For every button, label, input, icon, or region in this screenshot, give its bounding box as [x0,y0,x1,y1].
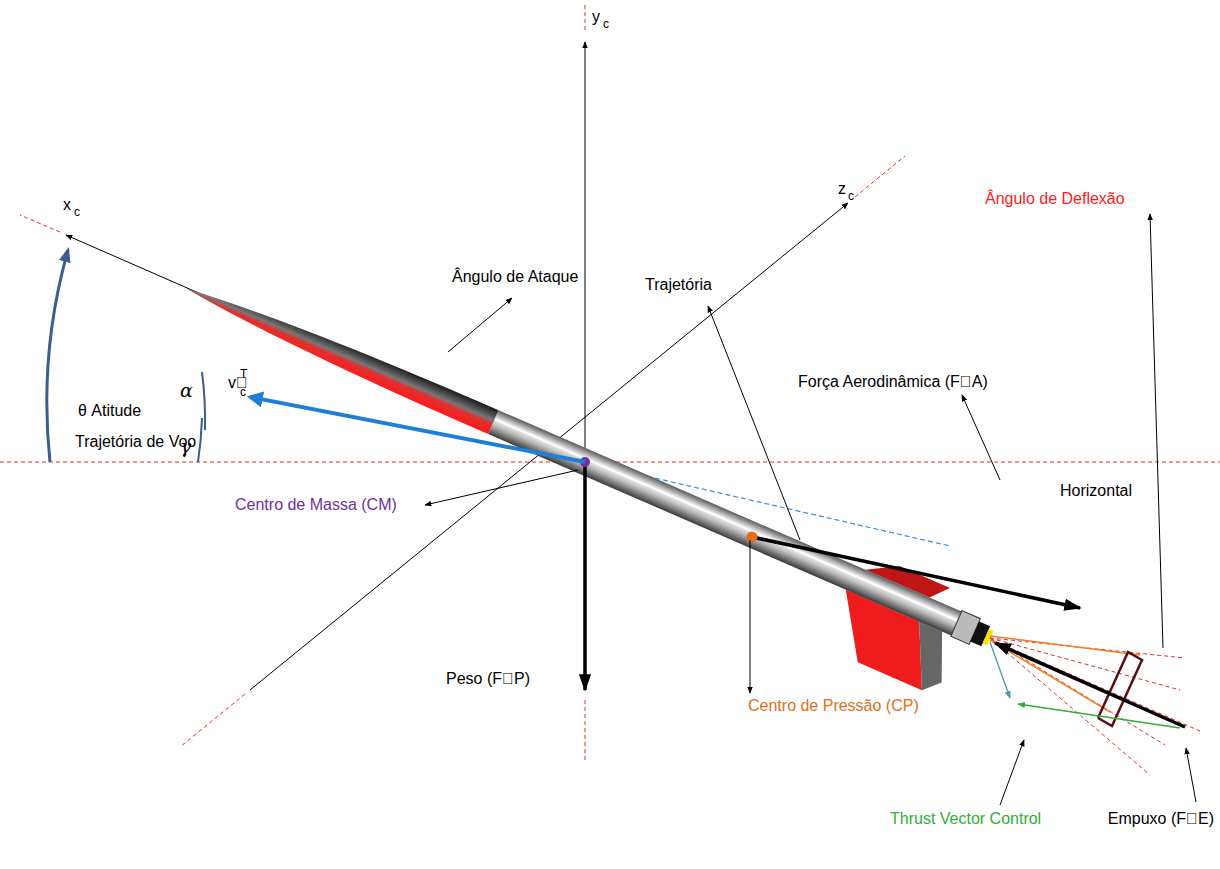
diagram-label: T [240,368,247,382]
diagram-label: y [592,8,600,26]
diagram-label: Centro de Massa (CM) [235,496,397,514]
diagram-label: c [240,386,246,400]
diagram-label: Thrust Vector Control [890,810,1041,828]
diagram-label: Ângulo de Deflexão [985,190,1125,208]
diagram-label: Trajetória [645,276,712,294]
diagram-label: c [74,206,80,220]
diagram-label: Trajetória de Voo [75,433,196,451]
diagram-label: γ [180,436,191,458]
diagram-label: Horizontal [1060,482,1132,500]
diagram-label: θ Atitude [78,402,141,420]
diagram-label: α [180,380,193,402]
diagram-label: x [63,196,71,214]
diagram-label: Força Aerodinâmica (F⃗A) [798,373,988,391]
diagram-label: Empuxo (F⃗E) [1108,810,1214,828]
diagram-label: Centro de Pressão (CP) [748,697,919,715]
diagram-label: c [603,18,609,32]
diagram-label: c [848,190,854,204]
diagram-label: Ângulo de Ataque [452,268,578,286]
diagram-label: z [838,180,846,198]
diagram-label: Peso (F⃗P) [446,670,530,688]
